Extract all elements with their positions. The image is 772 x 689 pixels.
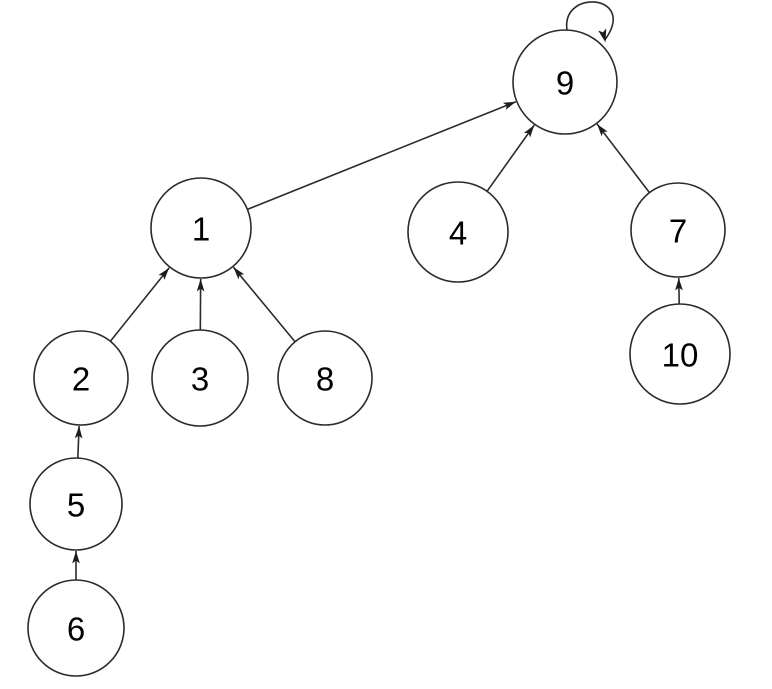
node-9[interactable]: 9 [512,29,618,135]
node-7[interactable]: 7 [630,182,726,278]
node-circle-7[interactable] [630,182,726,278]
node-4[interactable]: 4 [407,181,509,283]
edge-9-to-9 [566,1,614,43]
node-label-8: 8 [316,361,334,398]
node-label-4: 4 [449,215,467,252]
node-3[interactable]: 3 [151,329,249,427]
node-circle-5[interactable] [29,457,123,551]
edge-1-to-9 [247,100,517,211]
node-label-7: 7 [669,213,687,250]
node-label-1: 1 [192,211,210,248]
node-label-10: 10 [662,337,699,374]
edge-5-to-2 [74,425,83,459]
node-label-3: 3 [191,361,209,398]
node-label-9: 9 [556,65,574,102]
edge-2-to-1 [109,267,170,342]
node-1[interactable]: 1 [150,177,252,279]
node-6[interactable]: 6 [27,579,125,677]
edge-layer [72,1,683,580]
edge-4-to-9 [486,124,535,192]
node-10[interactable]: 10 [629,303,731,405]
node-circle-2[interactable] [33,330,129,426]
node-2[interactable]: 2 [33,330,129,426]
node-circle-4[interactable] [407,181,509,283]
node-circle-6[interactable] [27,579,125,677]
node-circle-10[interactable] [629,303,731,405]
edge-7-to-9 [596,123,651,194]
node-circle-3[interactable] [151,329,249,427]
node-label-2: 2 [72,361,90,398]
node-circle-1[interactable] [150,177,252,279]
edge-8-to-1 [232,266,296,343]
node-label-6: 6 [67,611,85,648]
node-label-5: 5 [67,487,85,524]
edge-6-to-5 [72,551,80,580]
edge-10-to-7 [675,277,683,305]
node-layer: 9 1 4 7 2 3 8 10 5 6 [27,29,731,677]
node-circle-8[interactable] [277,330,373,426]
node-circle-9[interactable] [512,29,618,135]
edge-3-to-1 [196,278,205,331]
node-8[interactable]: 8 [277,330,373,426]
node-5[interactable]: 5 [29,457,123,551]
